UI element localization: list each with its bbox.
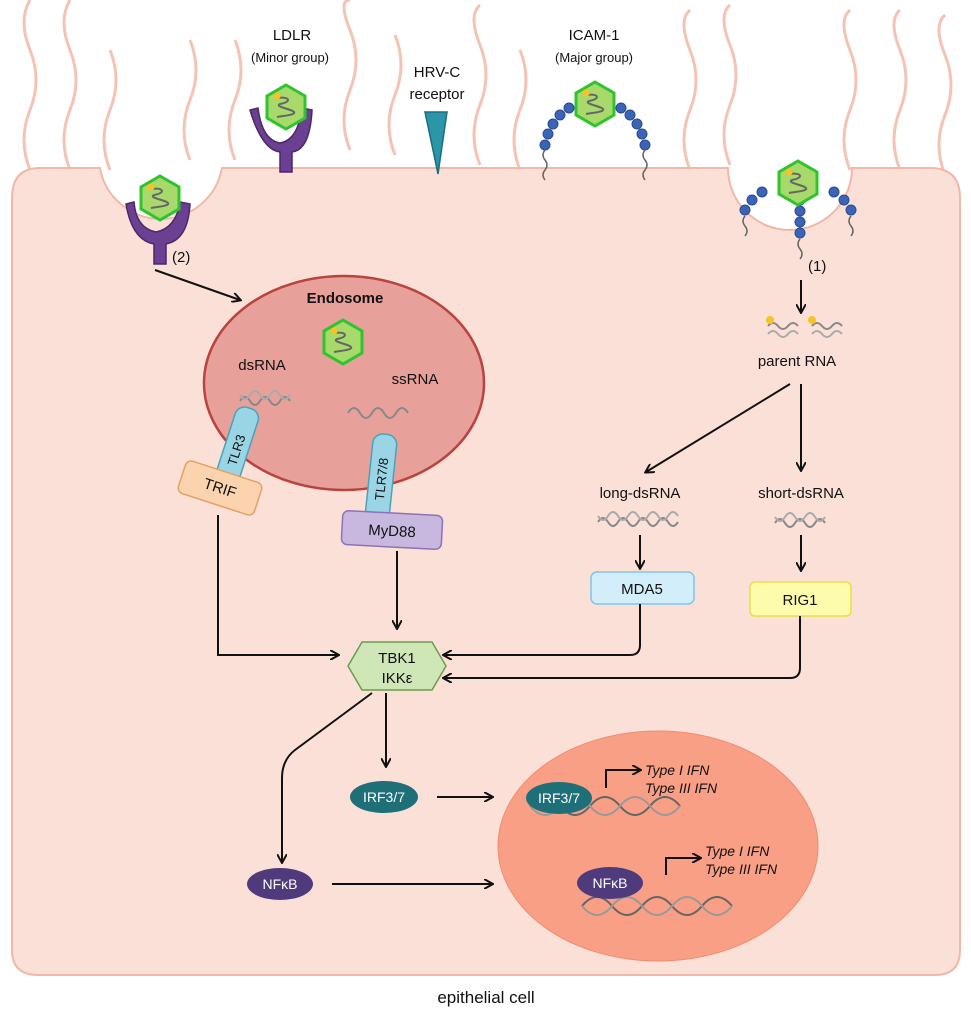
endosome — [202, 274, 486, 492]
myd88-label: MyD88 — [368, 522, 416, 541]
trif: TRIF — [177, 460, 263, 516]
virus-icon — [139, 174, 181, 222]
nfkb-bound-label: NFκB — [593, 875, 628, 891]
tbk1-label: TBK1 — [378, 650, 416, 667]
ssrna-icon — [347, 407, 409, 419]
myd88: MyD88 — [340, 509, 444, 551]
arrow-kinase-to-nfkb — [282, 692, 373, 862]
dsrna-label: dsRNA — [238, 357, 286, 374]
arrow-mda5-to-kinase — [444, 604, 641, 655]
tlr78-label: TLR7/8 — [372, 457, 391, 501]
long-dsrna-label: long-dsRNA — [600, 485, 681, 502]
parent-rna-icon — [766, 316, 843, 338]
entry-arrow-route2 — [154, 269, 240, 300]
hrvc-label: HRV-C — [414, 64, 461, 81]
icam1-label: ICAM-1 — [569, 27, 620, 44]
arrow-rig1-to-kinase — [444, 616, 801, 678]
endosome-label: Endosome — [307, 290, 384, 307]
ifn1-label-2: Type I IFN — [705, 843, 770, 859]
parent-rna-label: parent RNA — [758, 353, 836, 370]
ssrna-label: ssRNA — [392, 371, 439, 388]
irf37-label: IRF3/7 — [363, 789, 405, 805]
rig1-label: RIG1 — [782, 592, 817, 609]
cell-label: epithelial cell — [437, 988, 534, 1007]
hrvc-receptor-label: receptor — [409, 86, 464, 103]
irf37-cytosol — [350, 781, 418, 813]
ifn1-label-1: Type I IFN — [645, 762, 710, 778]
mda5-label: MDA5 — [621, 581, 663, 598]
transcription-arrow-2 — [665, 858, 700, 875]
ifn3-label-1: Type III IFN — [645, 780, 718, 796]
nfkb-cytosol — [247, 868, 313, 900]
transcription-arrow-1 — [605, 770, 640, 788]
irf37-bound-label: IRF3/7 — [538, 790, 580, 806]
route2-label: (2) — [172, 249, 190, 266]
nfkb-bound — [577, 867, 643, 899]
virus-icon — [265, 83, 307, 131]
virus-icon — [322, 318, 364, 366]
ldlr-label: LDLR — [273, 27, 312, 44]
ldlr-endocytosis — [125, 174, 191, 265]
tbk1-ikke-hexagon — [347, 641, 447, 691]
microvilli — [22, 0, 953, 176]
dna-helix-2 — [581, 896, 733, 916]
ldlr-group-label: (Minor group) — [251, 50, 329, 65]
long-dsrna-icon — [597, 511, 679, 527]
mda5-box — [590, 571, 695, 605]
route1-label: (1) — [808, 258, 826, 275]
virus-icon — [777, 159, 819, 207]
ikke-label: IKKε — [382, 670, 413, 687]
irf37-bound — [526, 782, 592, 814]
icam1-receptor — [539, 80, 651, 181]
arrow-to-long-dsrna — [646, 383, 791, 472]
nfkb-label: NFκB — [263, 876, 298, 892]
virus-icon — [574, 80, 616, 128]
short-dsrna-label: short-dsRNA — [758, 485, 844, 502]
arrow-trif-to-kinase — [217, 515, 338, 655]
hrvc-receptor-icon — [424, 111, 448, 175]
ifn3-label-2: Type III IFN — [705, 861, 778, 877]
icam1-group-label: (Major group) — [555, 50, 633, 65]
ldlr-receptor — [249, 83, 313, 173]
icam1-endocytosis — [739, 159, 857, 260]
tlr78: TLR7/8 — [364, 433, 398, 525]
